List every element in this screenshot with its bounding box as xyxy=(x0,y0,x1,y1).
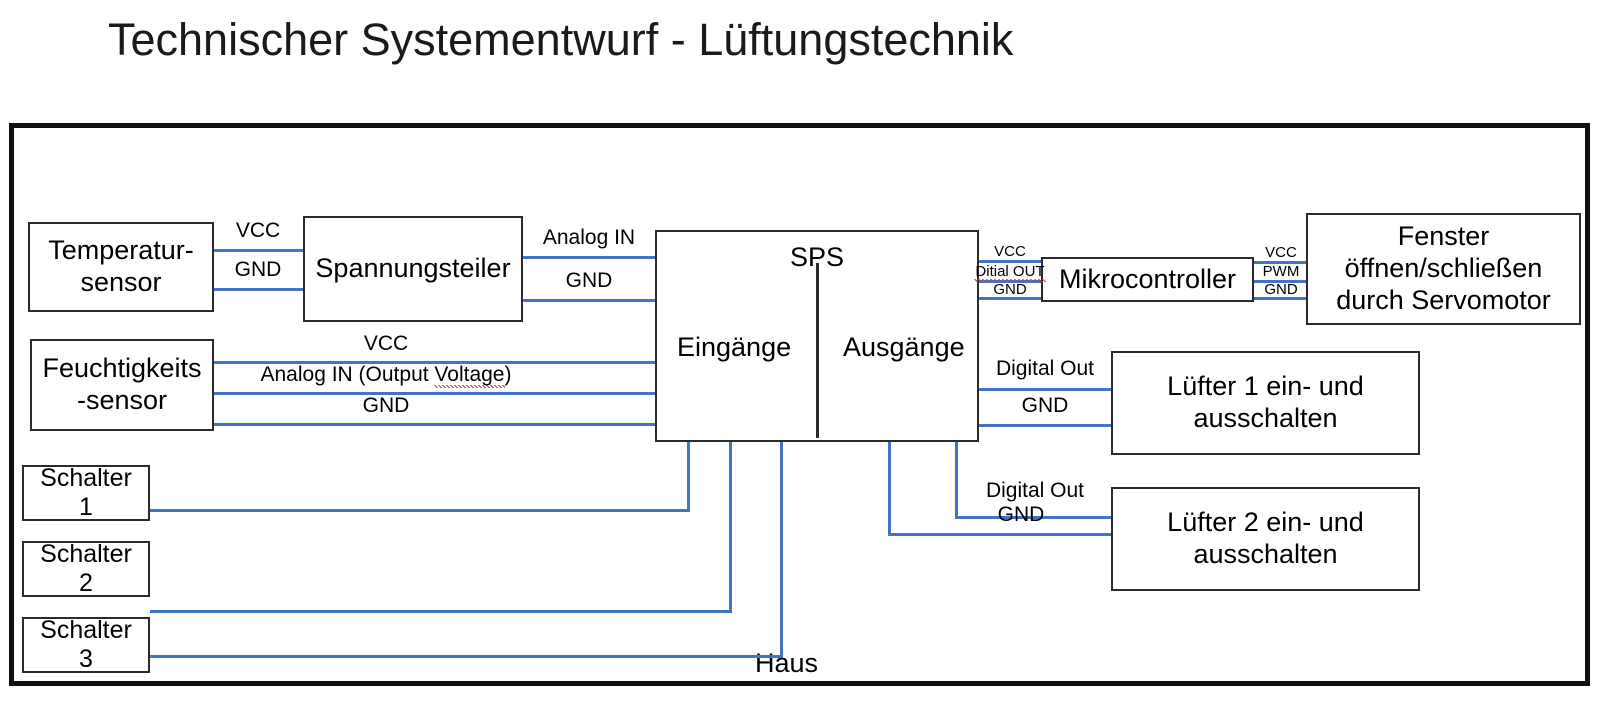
block-fan-1[interactable]: Lüfter 1 ein- und ausschalten xyxy=(1111,351,1420,455)
wire-fan1-gnd xyxy=(978,424,1112,427)
wire-label-fan1-digital-out: Digital Out xyxy=(995,357,1095,380)
wire-mcu-gnd xyxy=(978,297,1042,300)
wire-humidity-analog-in xyxy=(214,392,657,395)
switch-2-label-line1: Schalter xyxy=(40,541,132,568)
wire-label-humidity-analog-in: Analog IN (Output Voltage) xyxy=(214,363,558,388)
block-humidity-sensor[interactable]: Feuchtigkeits -sensor xyxy=(30,339,214,431)
wire-label-divider-analog-in: Analog IN xyxy=(542,226,636,249)
block-switch-3[interactable]: Schalter 3 xyxy=(22,617,150,673)
fan-1-label-line2: ausschalten xyxy=(1193,403,1338,433)
wire-label-mcu-in-vcc: VCC xyxy=(994,243,1026,260)
voltage-divider-label: Spannungsteiler xyxy=(315,253,511,284)
wire-switch3-h xyxy=(150,655,783,658)
wire-fan1-digital-out xyxy=(978,388,1112,391)
block-switch-2[interactable]: Schalter 2 xyxy=(22,541,150,597)
wire-label-temp-gnd: GND xyxy=(234,258,282,281)
block-microcontroller[interactable]: Mikrocontroller xyxy=(1041,257,1254,302)
wire-temp-vcc xyxy=(212,249,304,252)
temperature-sensor-label-line1: Temperatur- xyxy=(48,235,194,266)
switch-1-label-line2: 1 xyxy=(79,493,93,521)
wire-label-divider-gnd: GND xyxy=(565,269,613,292)
wire-fan2-gnd-h xyxy=(888,533,1112,536)
block-voltage-divider[interactable]: Spannungsteiler xyxy=(303,216,523,322)
wire-switch2-v xyxy=(729,441,732,613)
fan-2-label-line2: ausschalten xyxy=(1193,539,1338,569)
wire-window-pwm xyxy=(1254,280,1308,283)
wire-fan2-gnd-v xyxy=(888,441,891,536)
page-title: Technischer Systementwurf - Lüftungstech… xyxy=(108,14,1014,65)
wire-divider-analog-in xyxy=(521,256,657,259)
wire-label-fan2-digital-out: Digital Out xyxy=(985,479,1085,502)
switch-1-label-line1: Schalter xyxy=(40,465,132,492)
wire-label-mcu-out-pwm: PWM xyxy=(1262,263,1300,280)
wire-fan2-digital-out-v xyxy=(955,441,958,519)
humidity-analog-suffix: ) xyxy=(504,363,512,386)
humidity-analog-prefix: Analog IN (Output xyxy=(260,363,435,386)
wire-switch1-v xyxy=(687,441,690,512)
wire-switch1-h xyxy=(150,509,690,512)
wire-mcu-vcc xyxy=(978,260,1042,263)
wire-label-mcu-out-gnd: GND xyxy=(1264,281,1298,298)
microcontroller-label: Mikrocontroller xyxy=(1058,263,1237,294)
wire-label-mcu-in-gnd: GND xyxy=(993,281,1027,298)
wire-fan2-digital-out-h xyxy=(955,516,1112,519)
wire-label-mcu-in-digital-out: Ditial OUT xyxy=(974,263,1046,282)
humidity-sensor-label-line1: Feuchtigkeits xyxy=(42,353,202,384)
block-fan-2[interactable]: Lüfter 2 ein- und ausschalten xyxy=(1111,487,1420,591)
wire-humidity-gnd xyxy=(214,423,657,426)
switch-3-label-line2: 3 xyxy=(79,645,93,673)
house-container xyxy=(9,123,1590,686)
window-servo-label-line2: öffnen/schließen xyxy=(1344,253,1543,284)
humidity-sensor-label-line2: -sensor xyxy=(76,385,168,415)
wire-label-humidity-vcc: VCC xyxy=(363,332,409,355)
plc-outputs-label: Ausgänge xyxy=(843,332,965,362)
switch-2-label-line2: 2 xyxy=(79,569,93,597)
wire-switch3-v xyxy=(780,441,783,658)
wire-window-gnd xyxy=(1254,297,1308,300)
plc-inputs-label: Eingänge xyxy=(677,332,792,362)
wire-divider-gnd xyxy=(521,299,657,302)
wire-temp-gnd xyxy=(212,288,304,291)
temperature-sensor-label-line2: sensor xyxy=(80,267,162,297)
window-servo-label-line1: Fenster xyxy=(1397,221,1490,252)
wire-label-temp-vcc: VCC xyxy=(235,219,281,242)
fan-2-label-line1: Lüfter 2 ein- und xyxy=(1167,507,1364,538)
plc-divider xyxy=(816,263,819,438)
switch-3-label-line1: Schalter xyxy=(40,617,132,644)
wire-label-fan1-gnd: GND xyxy=(1021,394,1069,417)
wire-label-fan2-gnd: GND xyxy=(997,503,1045,526)
block-switch-1[interactable]: Schalter 1 xyxy=(22,465,150,521)
window-servo-label-line3: durch Servomotor xyxy=(1336,284,1551,315)
block-temperature-sensor[interactable]: Temperatur- sensor xyxy=(28,222,214,312)
fan-1-label-line1: Lüfter 1 ein- und xyxy=(1167,371,1364,402)
wire-window-vcc xyxy=(1254,261,1308,264)
wire-humidity-vcc xyxy=(214,361,657,364)
wire-label-humidity-gnd: GND xyxy=(362,394,410,417)
wire-switch2-h xyxy=(150,610,732,613)
block-window-servo[interactable]: Fenster öffnen/schließen durch Servomoto… xyxy=(1306,213,1581,325)
house-label: Haus xyxy=(755,648,819,678)
humidity-analog-misspelled-word: Voltage xyxy=(434,363,505,388)
wire-label-mcu-out-vcc: VCC xyxy=(1265,244,1297,261)
